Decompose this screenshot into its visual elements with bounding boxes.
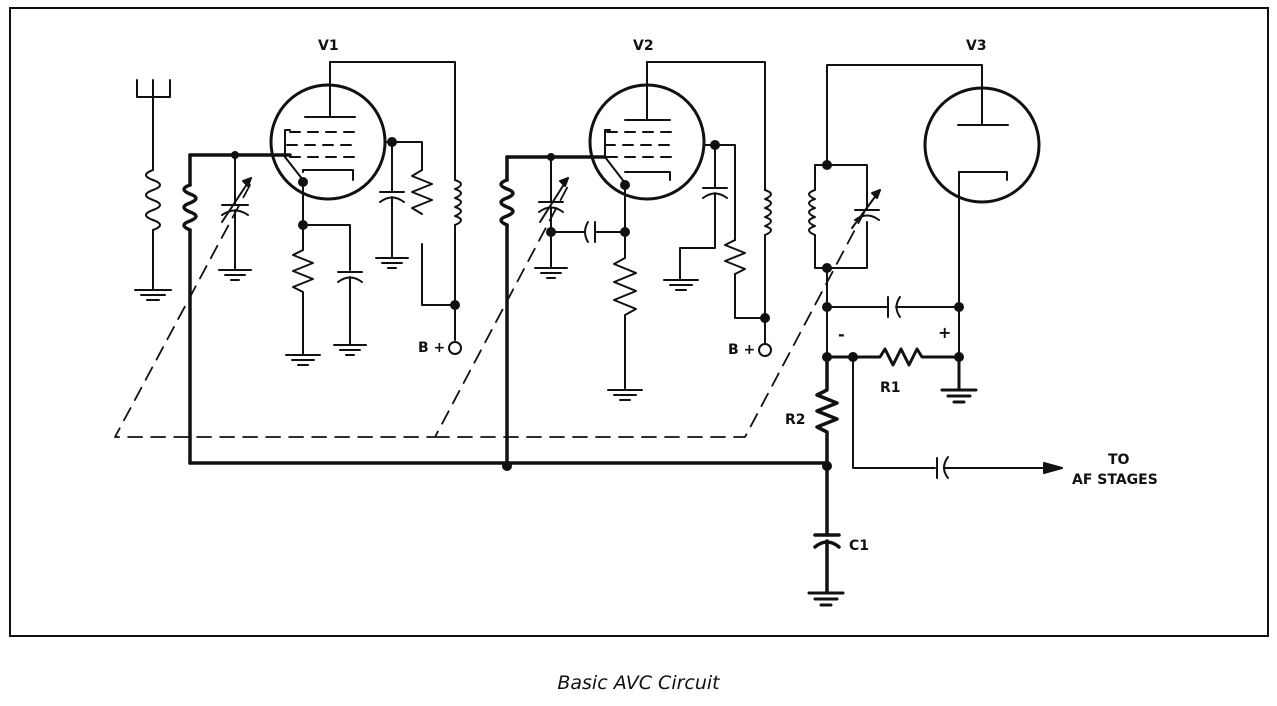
label-c1: C1 <box>849 538 869 554</box>
tube-v2 <box>588 61 706 201</box>
polarity-plus: + <box>938 323 951 342</box>
v1-input-coil <box>182 153 198 465</box>
resistor-r1 <box>825 347 961 367</box>
diagram-border <box>9 7 1269 637</box>
ground-icon <box>807 591 845 607</box>
polarity-minus: - <box>838 325 845 344</box>
detector-bypass-capacitor <box>826 296 960 318</box>
ground-icon <box>663 279 699 291</box>
ground-icon <box>333 344 367 356</box>
b-plus-label: B + <box>418 340 445 356</box>
figure-caption: Basic AVC Circuit <box>557 672 720 694</box>
v2-plate-coil <box>764 189 772 319</box>
gang-tuning-link <box>114 184 869 438</box>
resistor-r2 <box>815 355 839 468</box>
v1-screen-resistor <box>411 169 456 306</box>
v2-coupling-capacitor <box>550 221 626 243</box>
output-label-line1: TO <box>1108 452 1130 468</box>
junction-dot <box>502 461 512 471</box>
ground-icon <box>940 388 978 404</box>
v2-screen-resistor <box>724 239 766 319</box>
v2-input-coil <box>499 155 515 468</box>
output-label-line2: AF STAGES <box>1072 472 1158 488</box>
v2-plate-wire <box>646 61 766 191</box>
antenna-icon <box>136 79 171 171</box>
ground-icon <box>134 289 172 301</box>
v2-cathode-resistor <box>613 231 637 391</box>
af-output-line <box>852 356 1063 479</box>
ground-icon <box>375 257 409 269</box>
v1-cathode-capacitor <box>337 271 363 346</box>
b-plus-terminal[interactable] <box>758 343 772 357</box>
tube-label-v1: V1 <box>318 38 339 54</box>
ground-icon <box>218 269 252 281</box>
tube-v1 <box>269 61 387 201</box>
tube-v3 <box>923 86 1041 308</box>
v1-screen-capacitor <box>379 141 405 259</box>
ground-icon <box>607 389 643 401</box>
v2-screen-capacitor <box>679 144 728 281</box>
tube-label-v2: V2 <box>633 38 654 54</box>
detector-tank-circuit <box>808 164 881 269</box>
v1-plate-coil <box>454 179 462 306</box>
v1-plate-wire <box>329 61 456 181</box>
v3-plate-wire <box>826 64 983 163</box>
v1-cathode-resistor <box>292 224 314 356</box>
tube-label-v3: V3 <box>966 38 987 54</box>
label-r1: R1 <box>880 380 901 396</box>
antenna-coil <box>145 169 161 291</box>
label-r2: R2 <box>785 412 806 428</box>
b-plus-terminal[interactable] <box>448 341 462 355</box>
b-plus-label: B + <box>728 342 755 358</box>
ground-icon <box>534 267 568 279</box>
ground-icon <box>285 354 321 366</box>
capacitor-c1 <box>813 464 841 594</box>
v1-tuning-capacitor <box>221 154 252 271</box>
